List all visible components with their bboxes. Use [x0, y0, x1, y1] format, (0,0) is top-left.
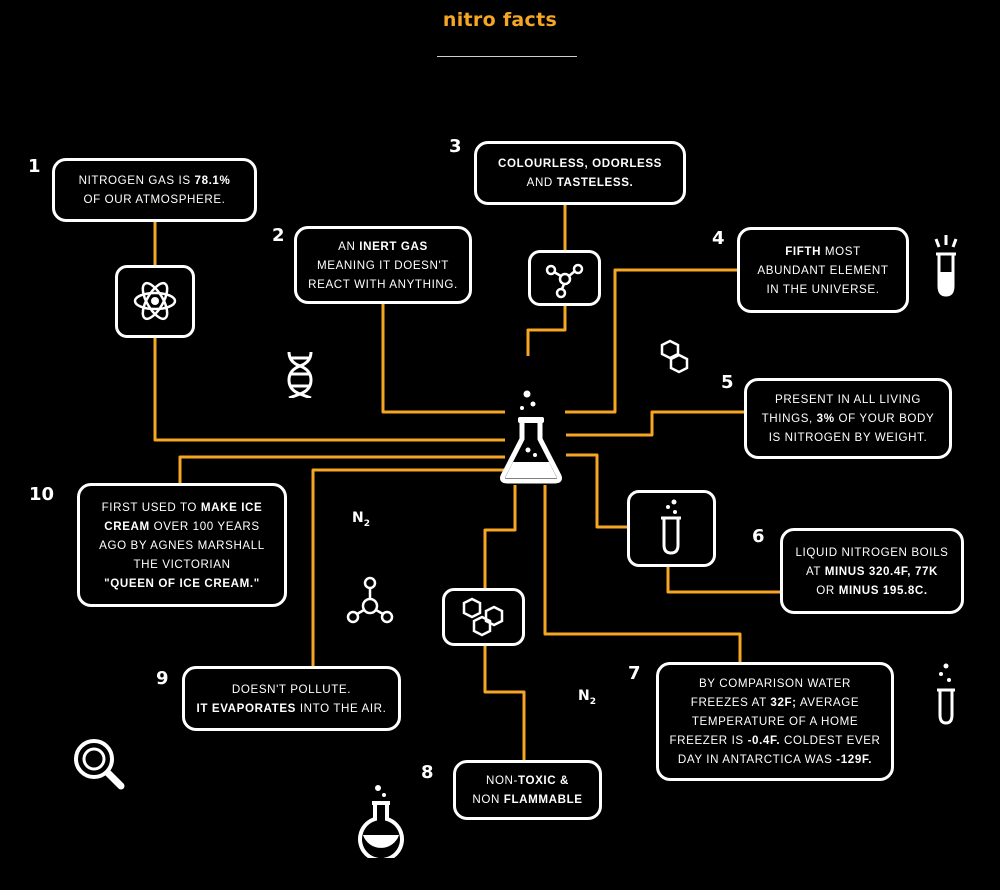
fact-text-1: NITROGEN GAS IS 78.1%OF OUR ATMOSPHERE. [78, 174, 231, 206]
wire-fact-1 [153, 222, 505, 442]
magnifier-icon [70, 735, 126, 791]
atom-icon [133, 281, 177, 321]
hexagons-icon-box [442, 588, 525, 646]
test-tube-icon-box [627, 490, 716, 567]
n2-label-left: N2 [352, 510, 370, 529]
atom-icon-box [115, 265, 195, 338]
molecule-small-icon [342, 572, 394, 628]
wire-fact-4 [565, 268, 738, 414]
fact-box-8: NON-TOXIC &NON FLAMMABLE [453, 760, 602, 820]
molecule-icon-box [528, 250, 601, 306]
fact-number-7: 7 [628, 663, 641, 684]
wire-fact-6 [566, 453, 782, 594]
fact-number-4: 4 [712, 228, 725, 249]
wire-fact-10 [178, 455, 505, 484]
wire-fact-9 [311, 468, 505, 668]
n2-subscript: 2 [363, 518, 370, 529]
n2-subscript: 2 [589, 696, 596, 707]
fact-number-9: 9 [156, 668, 169, 689]
page-title: nitro facts [442, 9, 558, 31]
wire-fact-8 [483, 485, 526, 762]
molecule-icon [545, 263, 584, 299]
fact-text-8: NON-TOXIC &NON FLAMMABLE [472, 774, 583, 806]
wire-fact-2 [381, 302, 505, 414]
central-flask-icon [495, 384, 575, 486]
test-tube-icon [661, 499, 681, 555]
fact-number-8: 8 [421, 762, 434, 783]
test-tube-glow-icon [928, 232, 964, 300]
hexagon-pair-icon [658, 338, 692, 378]
fact-box-1: NITROGEN GAS IS 78.1%OF OUR ATMOSPHERE. [52, 158, 257, 222]
wire-fact-5 [566, 410, 745, 437]
hexagons-icon [462, 597, 504, 637]
fact-number-6: 6 [752, 526, 765, 547]
fact-number-1: 1 [28, 156, 41, 177]
fact-box-9: DOESN'T POLLUTE.IT EVAPORATES INTO THE A… [182, 666, 401, 731]
n2-text: N [578, 688, 590, 704]
fact-number-2: 2 [272, 225, 285, 246]
round-flask-icon [354, 783, 410, 858]
fact-number-3: 3 [449, 136, 462, 157]
fact-number-5: 5 [721, 372, 734, 393]
n2-label-right: N2 [578, 688, 596, 707]
n2-text: N [352, 510, 364, 526]
title-underline [437, 56, 577, 57]
fact-number-10: 10 [29, 484, 55, 505]
test-tube-small-icon [932, 660, 962, 728]
fact-text-9: DOESN'T POLLUTE.IT EVAPORATES INTO THE A… [196, 682, 387, 715]
wire-fact-3 [526, 204, 567, 356]
wire-fact-7 [543, 485, 742, 662]
dna-icon [280, 350, 320, 398]
